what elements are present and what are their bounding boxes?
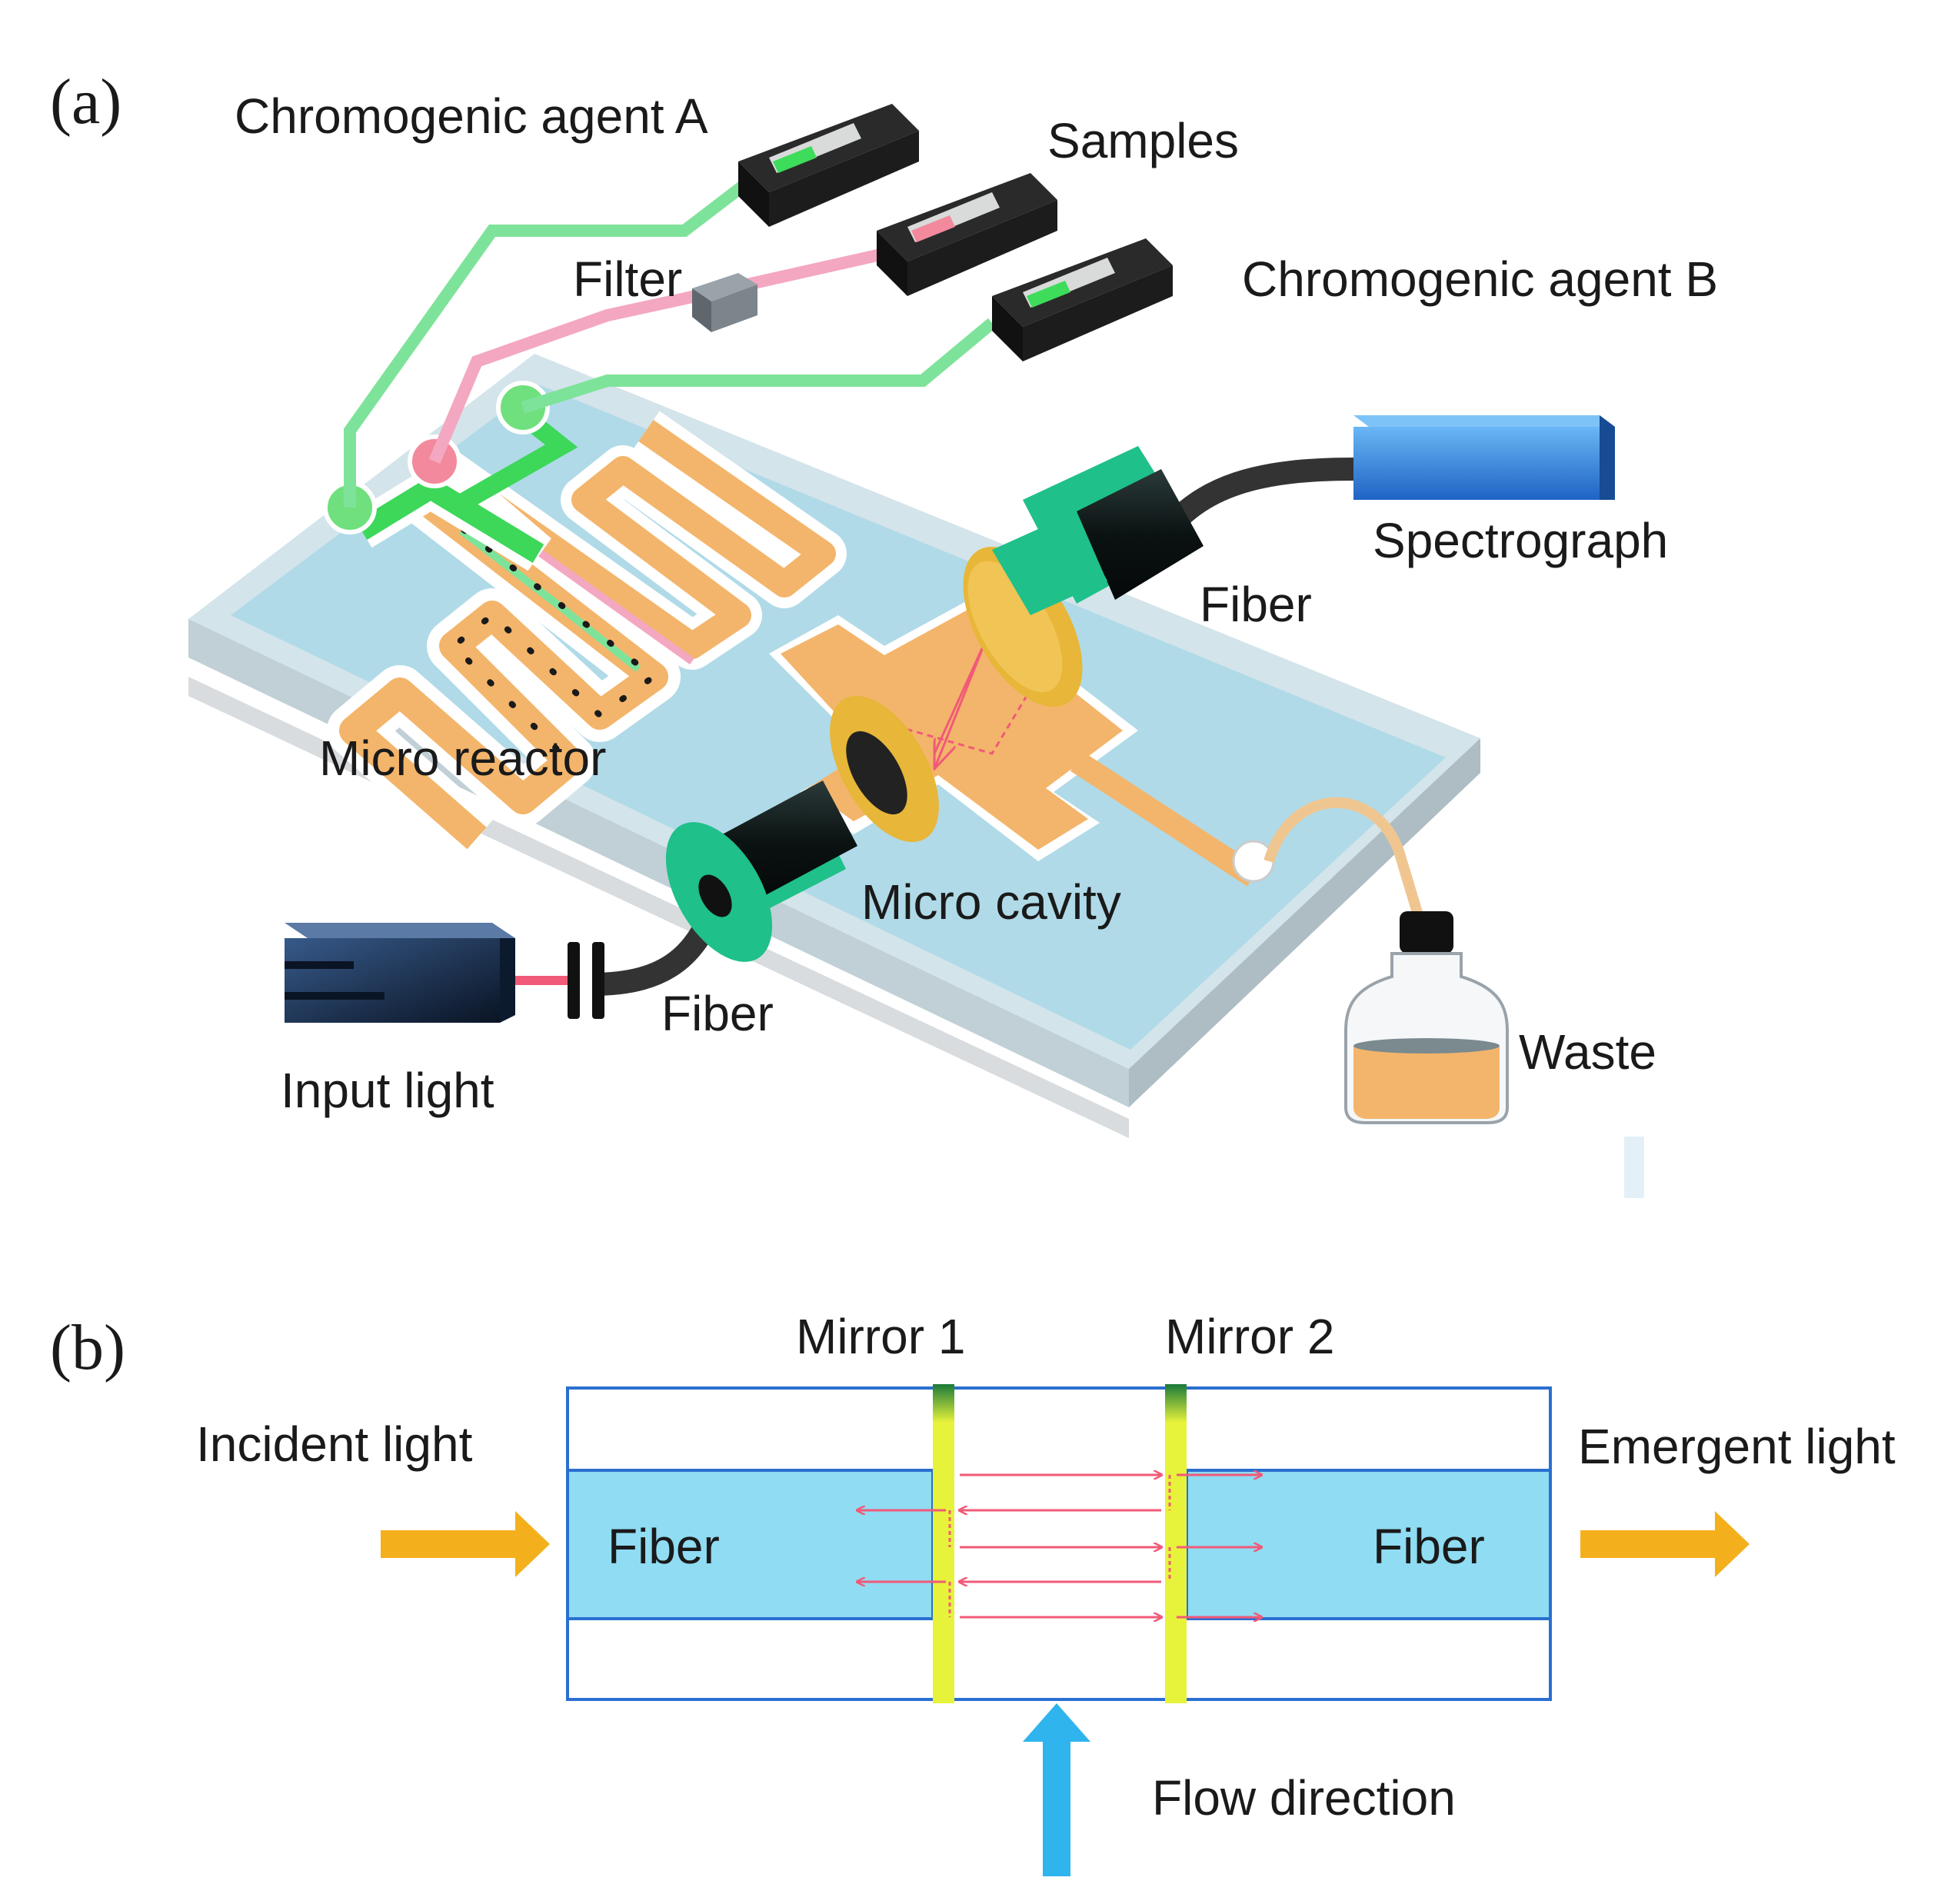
inlet-junction (323, 381, 578, 571)
label-micro-reactor: Micro reactor (319, 731, 606, 786)
label-flow-direction: Flow direction (1152, 1770, 1456, 1826)
label-spectrograph: Spectrograph (1373, 513, 1668, 568)
label-samples: Samples (1047, 113, 1239, 168)
faint-mark (1624, 1137, 1644, 1198)
syringe-pump-a (738, 104, 919, 227)
syringe-pump-b (992, 238, 1173, 361)
incident-light-arrow (381, 1511, 550, 1577)
light-rays (857, 1475, 1261, 1617)
panel-b: (b) Mirror 1 Mirror 2 Incident ligh (50, 1309, 1896, 1876)
label-micro-cavity: Micro cavity (861, 874, 1121, 930)
fiber-collimator-bottom (591, 696, 939, 996)
spectrograph-box (1353, 415, 1615, 500)
fiber-left-core (566, 1469, 934, 1620)
label-chromogenic-agent-b: Chromogenic agent B (1242, 251, 1718, 307)
tubes (344, 175, 1428, 933)
mirror-2 (1165, 1384, 1187, 1703)
waste-bottle (1344, 911, 1509, 1124)
input-light-source (285, 923, 604, 1023)
emergent-light-arrow (1580, 1511, 1750, 1577)
fiber-right-core (1185, 1469, 1552, 1620)
panel-a: (a) (50, 66, 1718, 1198)
fiber-collimator-top (963, 446, 1354, 707)
tube-samples (428, 248, 886, 464)
fiber-connector (568, 942, 580, 1019)
label-fiber-bottom: Fiber (661, 986, 774, 1041)
flow-direction-arrow (1023, 1703, 1090, 1876)
tube-agent-b (521, 318, 997, 414)
label-mirror-1: Mirror 1 (796, 1309, 965, 1364)
label-fiber-right: Fiber (1373, 1519, 1485, 1574)
panel-b-tag: (b) (50, 1312, 125, 1383)
label-emergent-light: Emergent light (1578, 1419, 1896, 1474)
filter-box (692, 273, 757, 332)
syringe-pump-samples (877, 173, 1057, 296)
label-incident-light: Incident light (196, 1416, 473, 1472)
outlet-port (1232, 840, 1275, 883)
label-mirror-2: Mirror 2 (1165, 1309, 1334, 1364)
label-filter: Filter (573, 251, 682, 307)
label-input-light: Input light (281, 1063, 494, 1118)
panel-a-tag: (a) (50, 66, 122, 138)
label-fiber-left: Fiber (608, 1519, 720, 1574)
tube-agent-a (344, 175, 754, 508)
label-chromogenic-agent-a: Chromogenic agent A (235, 88, 708, 144)
label-fiber-top: Fiber (1200, 577, 1312, 632)
tube-waste (1263, 797, 1428, 933)
label-waste: Waste (1519, 1024, 1656, 1080)
mirror-1 (933, 1384, 954, 1703)
